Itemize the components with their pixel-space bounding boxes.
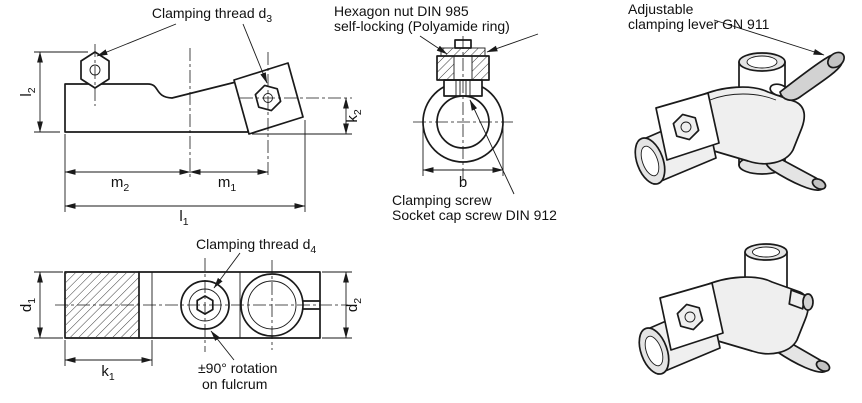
- leader-thread-d4: [213, 252, 241, 289]
- leader-hexagon-nut: [419, 35, 448, 55]
- side-view-drawing: l2 k2 m2 m1 l1 Clamping thread d3: [18, 5, 364, 228]
- nut-section-right: [472, 56, 489, 80]
- hex-screw-center: [684, 311, 696, 323]
- callout-clamping-screw-line1: Clamping screw: [392, 192, 492, 208]
- cross-section-drawing: b Hexagon nut DIN 985 self-locking (Poly…: [334, 3, 557, 223]
- callout-clamping-thread-d3: Clamping thread d3: [152, 5, 272, 25]
- vertical-tube-bore: [746, 55, 778, 69]
- dim-label-l1: l1: [179, 208, 188, 228]
- horizontal-tube-bore: [640, 145, 660, 177]
- lever-grip-end: [827, 51, 845, 69]
- callout-hexagon-nut-line2: self-locking (Polyamide ring): [334, 18, 510, 34]
- leader-rotation: [210, 330, 235, 361]
- iso-view-plain: [638, 243, 831, 375]
- callout-hexagon-nut-line1: Hexagon nut DIN 985: [334, 3, 469, 19]
- hex-screw-head-icon: [676, 303, 704, 331]
- dim-label-m1: m1: [218, 174, 237, 194]
- horizontal-tube-bore: [644, 335, 664, 367]
- body-shoulder-line: [709, 93, 777, 101]
- iso-view-with-lever: Adjustable clamping lever GN 911: [628, 1, 845, 191]
- clamp-screw-stub: [802, 293, 814, 311]
- leader-thread-d3-right: [242, 23, 268, 84]
- hex-screw-head-icon: [672, 113, 700, 141]
- leader-clamping-screw: [469, 99, 515, 195]
- dim-label-k1: k1: [101, 363, 115, 383]
- dim-label-d1: d1: [18, 298, 38, 312]
- screw-boss: [788, 289, 806, 310]
- callout-clamping-thread-d4: Clamping thread d4: [196, 236, 316, 256]
- callout-adjustable-line2: clamping lever GN 911: [628, 16, 770, 32]
- callout-adjustable-line1: Adjustable: [628, 1, 694, 17]
- lower-handle-end: [811, 177, 827, 191]
- lower-handle-end: [815, 359, 831, 373]
- callout-clamping-screw-line2: Socket cap screw DIN 912: [392, 207, 557, 223]
- leader-adjustable-lever: [713, 19, 825, 56]
- dim-label-l2: l2: [18, 87, 38, 96]
- callout-rotation-line2: on fulcrum: [202, 376, 267, 392]
- leader-polyamide-ring: [486, 33, 539, 53]
- callout-rotation-line1: ±90° rotation: [198, 360, 277, 376]
- nut-section-left: [437, 56, 454, 80]
- dim-label-d2: d2: [344, 298, 364, 312]
- vertical-tube-bore: [752, 246, 780, 258]
- leader-thread-d3-left: [96, 23, 177, 57]
- dim-label-k2: k2: [344, 109, 364, 123]
- hex-screw-center: [680, 121, 692, 133]
- top-view-drawing: d1 d2 k1 Clamping thread d4 ±90° rotatio…: [18, 236, 364, 392]
- dim-label-m2: m2: [111, 174, 130, 194]
- dim-label-b: b: [459, 174, 467, 191]
